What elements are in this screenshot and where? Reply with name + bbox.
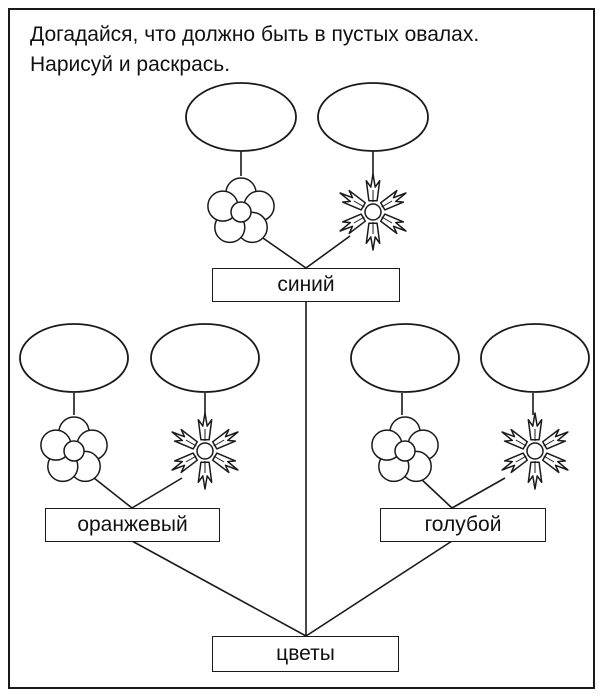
connector-lines (73, 150, 534, 637)
connector-lightblue-to-jagged-flower (451, 477, 506, 509)
empty-oval (150, 323, 260, 393)
empty-oval (480, 323, 590, 393)
connector-root-to-orange (131, 540, 307, 637)
empty-oval (185, 82, 297, 152)
round-petal-flower-icon (371, 416, 439, 483)
empty-ovals (19, 82, 590, 393)
instruction-line-1: Догадайся, что должно быть в пустых овал… (30, 23, 480, 46)
group-label-orange: оранжевый (45, 508, 220, 542)
connector-blue-to-round-flower (259, 235, 307, 269)
connector-root-to-lightblue (305, 540, 453, 637)
jagged-petal-flower-icon (339, 173, 407, 251)
group-label-blue: синий (212, 268, 400, 302)
round-petal-flower-icon (40, 416, 108, 483)
empty-oval (350, 323, 460, 393)
empty-oval (317, 82, 429, 152)
jagged-petal-flower-icon (501, 412, 569, 490)
root-label: цветы (212, 636, 399, 672)
flowers (40, 173, 569, 490)
group-label-lightblue: голубой (380, 508, 546, 542)
empty-oval (19, 323, 129, 393)
connector-orange-to-round-flower (93, 477, 133, 509)
connector-blue-to-jagged-flower (305, 235, 351, 269)
instruction-line-2: Нарисуй и раскрась. (30, 53, 231, 76)
instructions: Догадайся, что должно быть в пустых овал… (30, 20, 590, 80)
connector-orange-to-jagged-flower (131, 477, 183, 509)
round-petal-flower-icon (207, 177, 275, 244)
jagged-petal-flower-icon (171, 412, 239, 490)
connector-lightblue-to-round-flower (419, 477, 453, 509)
